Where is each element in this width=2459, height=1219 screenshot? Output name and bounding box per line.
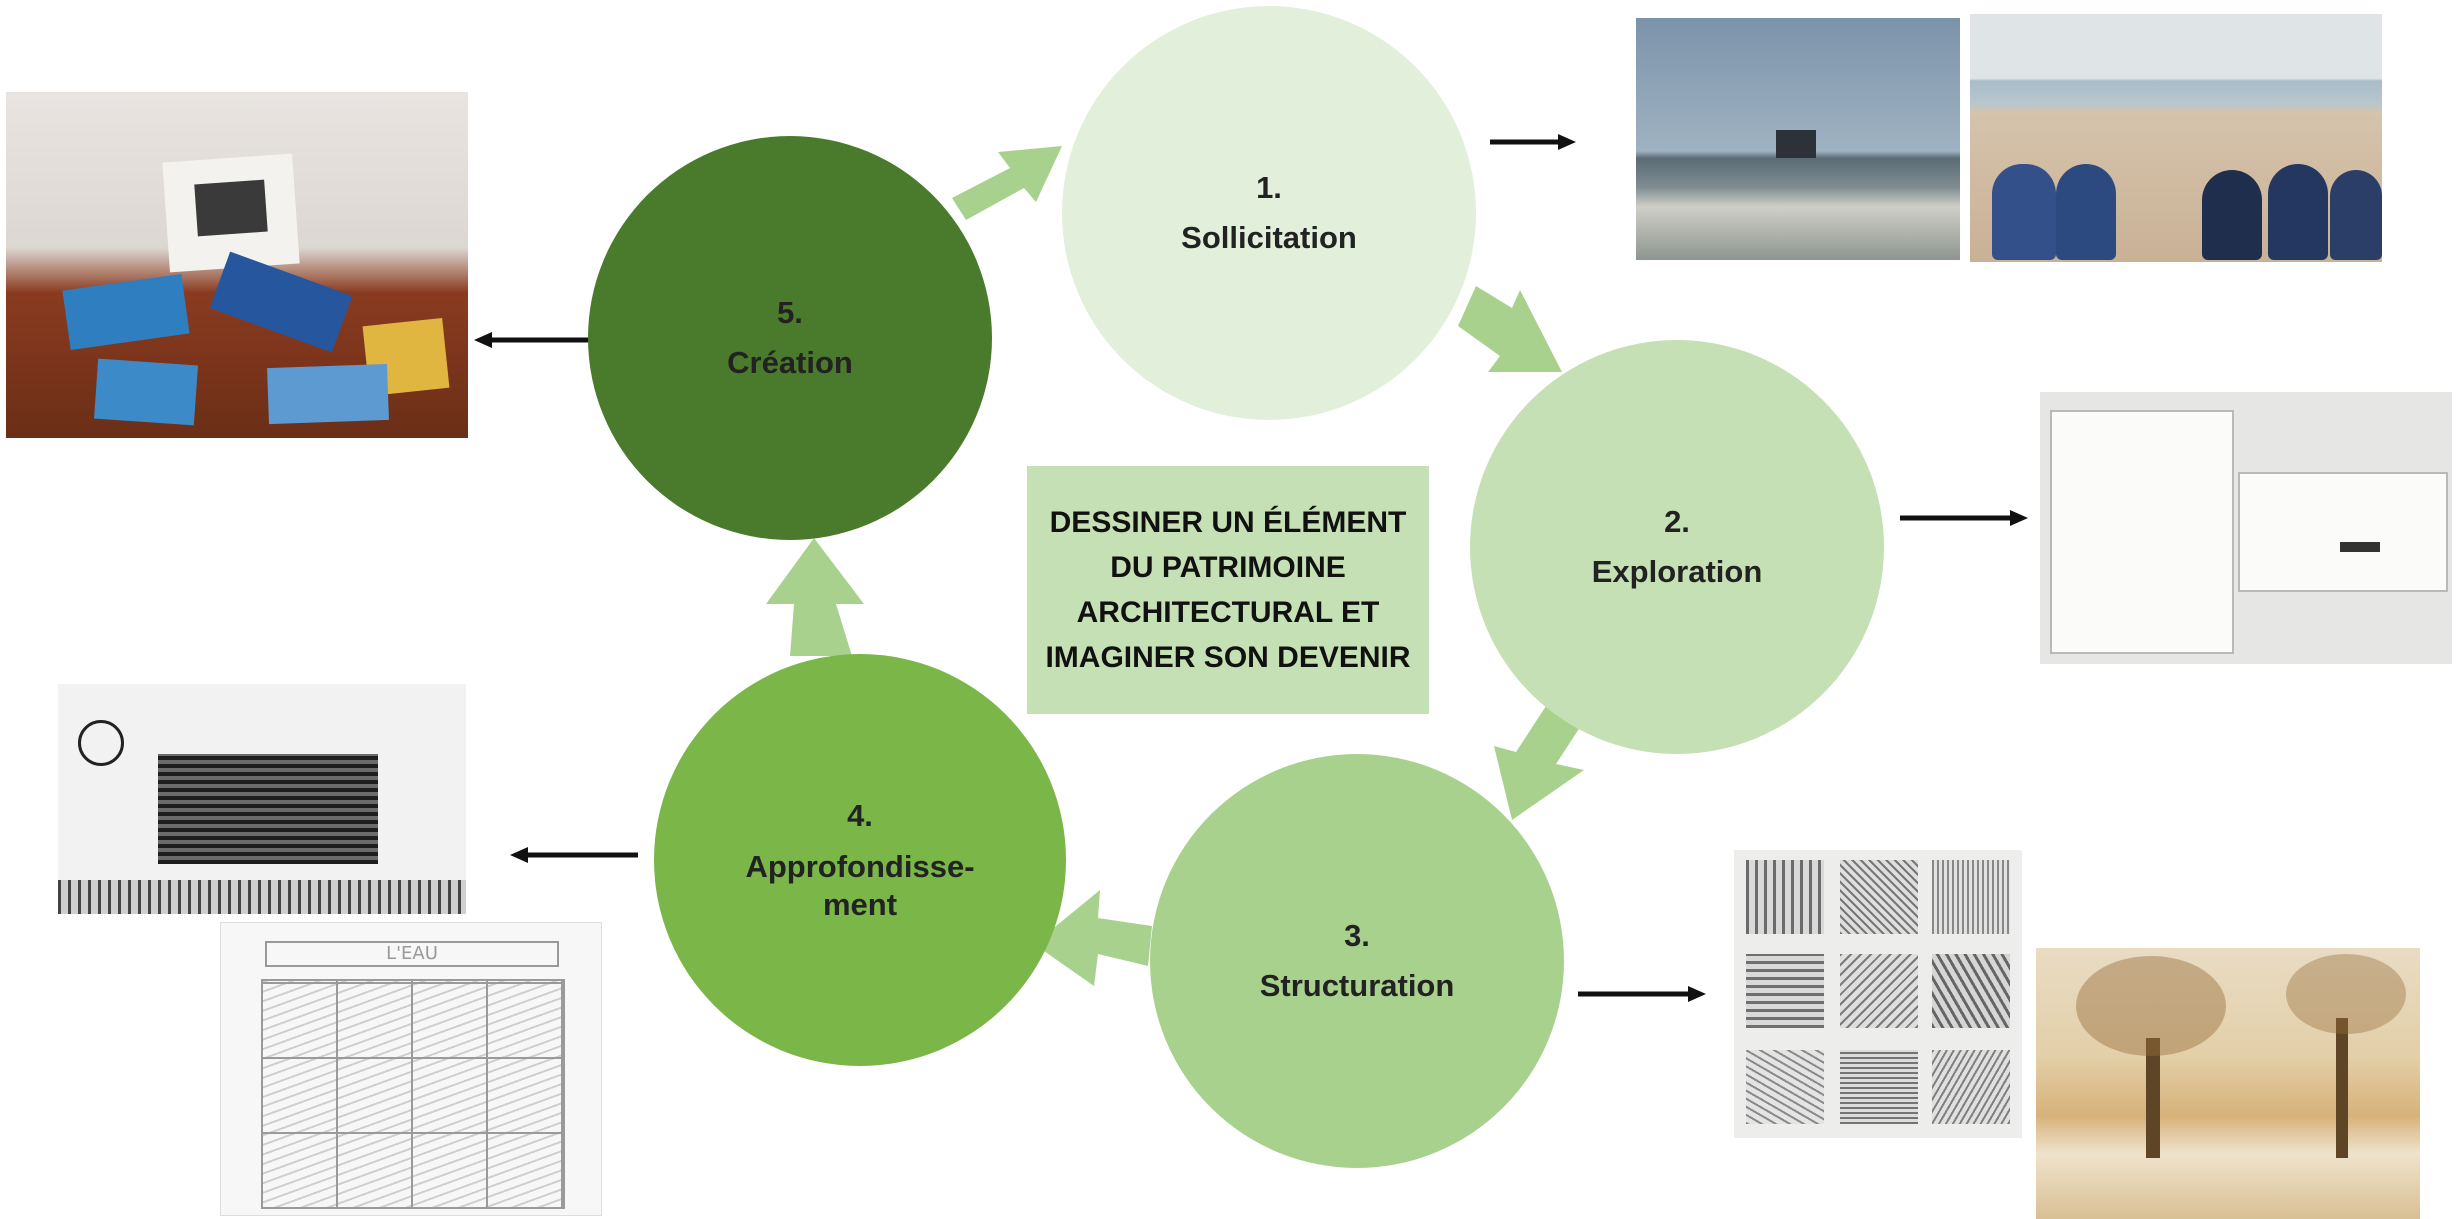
step-4-approfondissement: 4. Approfondisse- ment (654, 654, 1066, 1066)
texture-swatch (1746, 1050, 1824, 1124)
photo-beach-group (1970, 14, 2382, 262)
sheet-title: L'EAU (386, 943, 438, 964)
person-figure (1992, 164, 2056, 260)
cycle-arrow-4-to-5 (766, 538, 864, 656)
tree-crown (2076, 956, 2226, 1056)
texture-swatch (1746, 860, 1824, 934)
texture-swatch (1932, 1050, 2010, 1124)
notebook-page (2238, 472, 2448, 592)
texture-swatch (1932, 954, 2010, 1028)
fort-silhouette (1776, 130, 1816, 158)
sheet-title-box: L'EAU (265, 941, 559, 967)
texture-swatch (1840, 860, 1918, 934)
artwork-card (62, 273, 190, 351)
photo-artworks-table (6, 92, 468, 438)
fort-drawing (158, 754, 378, 864)
step-5-number: 5. (777, 295, 803, 331)
photo-sea-fort (1636, 18, 1960, 260)
step-5-label: Création (727, 345, 853, 380)
cycle-arrow-2-to-3 (1494, 706, 1586, 820)
person-figure (2056, 164, 2116, 260)
step-4-number: 4. (847, 798, 873, 834)
cycle-arrow-3-to-4 (1034, 890, 1152, 986)
artwork-card (94, 358, 198, 426)
artwork-dark-fort (194, 179, 268, 237)
step-2-number: 2. (1664, 504, 1690, 540)
photo-stippled-landscape (2036, 948, 2420, 1219)
photo-sketch-notebooks (2040, 392, 2452, 664)
ground-sketch (58, 880, 466, 914)
step-4-label: Approfondisse- ment (745, 849, 975, 922)
central-theme-text: DESSINER UN ÉLÉMENT DU PATRIMOINE ARCHIT… (1045, 506, 1411, 674)
step-2-label: Exploration (1591, 554, 1763, 589)
texture-swatch (1746, 954, 1824, 1028)
water-grid (261, 979, 565, 1209)
artwork-card (267, 363, 389, 425)
texture-swatch (1932, 860, 2010, 934)
tree-trunk (2336, 1018, 2348, 1158)
person-figure (2268, 164, 2328, 260)
person-figure (2202, 170, 2262, 260)
sun-sketch (78, 720, 124, 766)
photo-fort-drawing (58, 684, 466, 914)
step-3-structuration: 3. Structuration (1150, 754, 1564, 1168)
step-1-sollicitation: 1. Sollicitation (1062, 6, 1476, 420)
artwork-card (209, 251, 353, 353)
notebook-page (2050, 410, 2234, 654)
person-figure (2330, 170, 2382, 260)
step-3-number: 3. (1344, 918, 1370, 954)
sketch-boat (2340, 542, 2380, 552)
cycle-arrow-5-to-1 (952, 146, 1062, 220)
central-theme-box: DESSINER UN ÉLÉMENT DU PATRIMOINE ARCHIT… (1027, 466, 1429, 714)
photo-water-textures: L'EAU (220, 922, 602, 1216)
step-1-number: 1. (1256, 170, 1282, 206)
cycle-arrow-1-to-2 (1458, 286, 1562, 372)
step-5-creation: 5. Création (588, 136, 992, 540)
tree-trunk (2146, 1038, 2160, 1158)
step-1-label: Sollicitation (1181, 220, 1357, 255)
tree-crown (2286, 954, 2406, 1034)
step-2-exploration: 2. Exploration (1470, 340, 1884, 754)
step-3-label: Structuration (1259, 968, 1455, 1003)
texture-swatch (1840, 954, 1918, 1028)
texture-swatch (1840, 1050, 1918, 1124)
photo-texture-studies (1734, 850, 2022, 1138)
